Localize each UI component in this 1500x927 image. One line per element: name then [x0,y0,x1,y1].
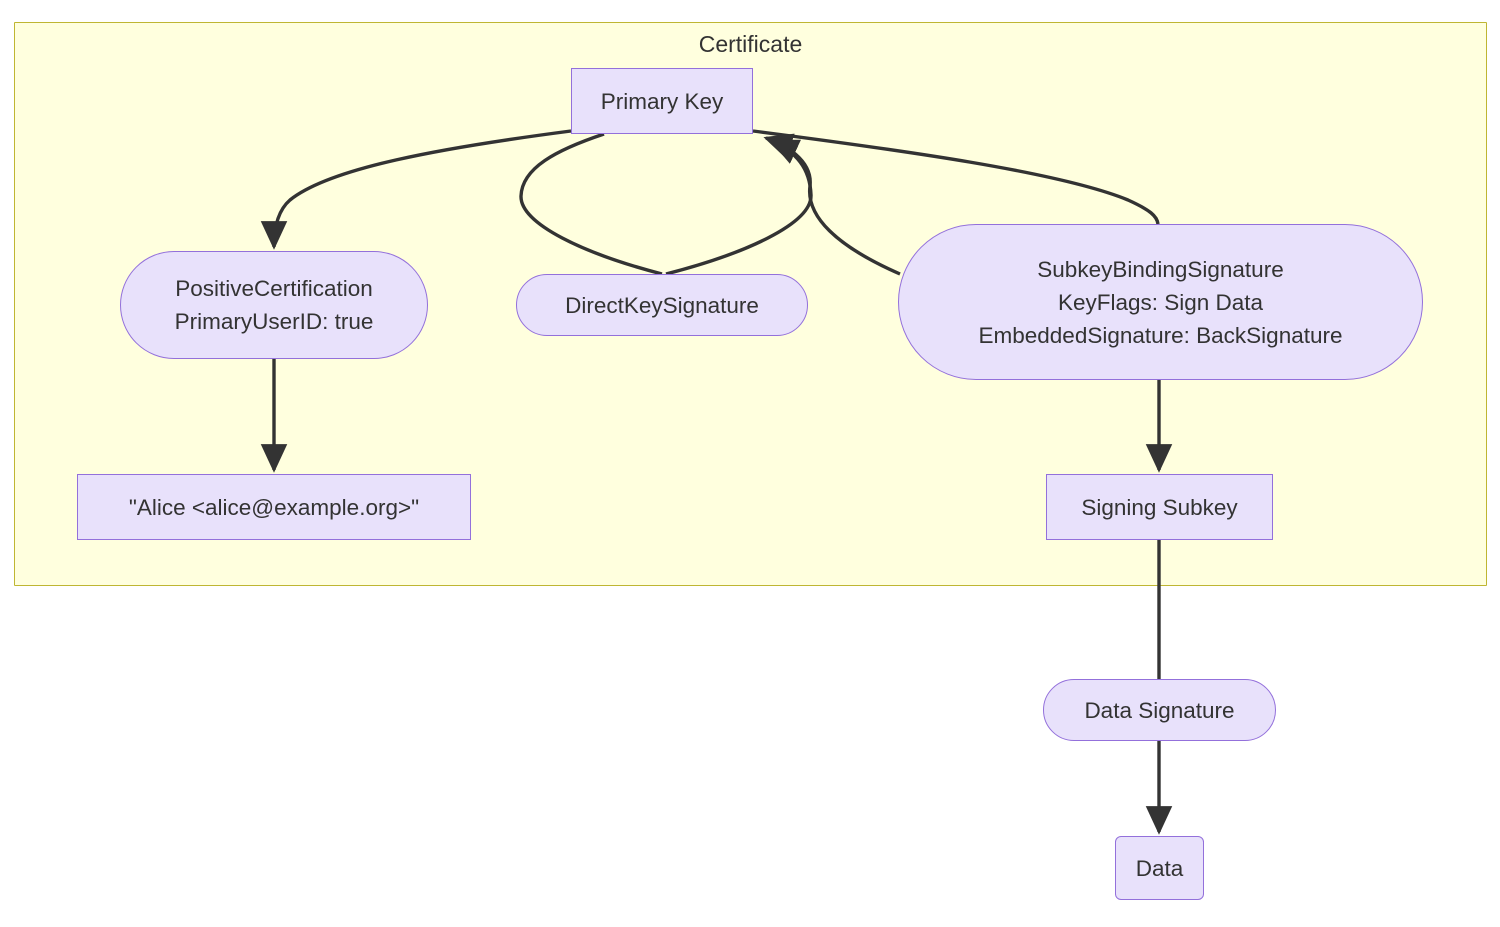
node-positive-certification[interactable]: PositiveCertification PrimaryUserID: tru… [120,251,428,359]
node-primary-key[interactable]: Primary Key [571,68,753,134]
node-label-direct-key-signature: DirectKeySignature [565,292,759,318]
node-direct-key-signature[interactable]: DirectKeySignature [516,274,808,336]
node-label-data-signature: Data Signature [1084,697,1235,723]
node-label-data: Data [1135,855,1184,881]
node-label-subkey-binding-signature: SubkeyBindingSignature KeyFlags: Sign Da… [978,256,1343,348]
node-label-positive-certification: PositiveCertification PrimaryUserID: tru… [174,276,374,334]
node-data-signature[interactable]: Data Signature [1043,679,1276,741]
node-user-id[interactable]: "Alice <alice@example.org>" [77,474,471,540]
node-label-signing-subkey: Signing Subkey [1081,494,1238,520]
node-subkey-binding-signature[interactable]: SubkeyBindingSignature KeyFlags: Sign Da… [898,224,1423,380]
node-label-primary-key: Primary Key [600,88,724,114]
subgraph-certificate-label: Certificate [698,31,803,57]
node-label-user-id: "Alice <alice@example.org>" [128,494,420,520]
node-signing-subkey[interactable]: Signing Subkey [1046,474,1273,540]
node-data[interactable]: Data [1115,836,1204,900]
